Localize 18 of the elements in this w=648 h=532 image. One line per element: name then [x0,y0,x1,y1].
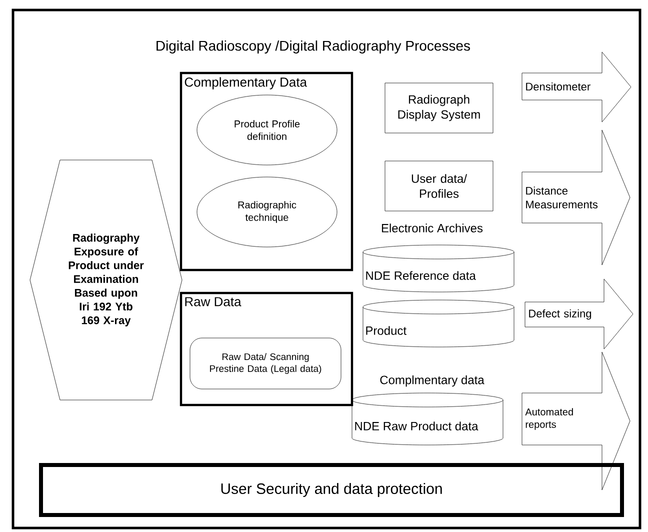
process-box: User data/ Profiles [384,160,494,212]
node-label: NDE Raw Product data [355,422,478,430]
pointer-box: Densitometer [522,52,632,122]
banner-box: User Security and data protection [39,463,624,517]
rounded-box: Raw Data/ Scanning Prestine Data (Legal data) [190,338,342,390]
database-cylinder: NDE Raw Product data [352,392,504,446]
node-label: Product [366,326,406,335]
section-label: Complmentary data [380,375,484,387]
database-cylinder: NDE Reference data [362,244,514,292]
pointer-box: Automated reports [522,352,630,490]
section-label: Electronic Archives [382,224,483,232]
pointer-box: Distance Measurements [522,130,630,266]
database-cylinder: Product [362,300,514,348]
title: Digital Radioscopy /Digital Radiography Processes [156,40,470,54]
process-box: Radiograph Display System [384,82,494,134]
node-label: NDE Reference data [366,271,476,280]
hexagon: Radiography Exposure of Product under Examination Based upon Iri 192 Ytb 169 X-ray [30,160,182,400]
pointer-box: Defect sizing [524,278,634,350]
